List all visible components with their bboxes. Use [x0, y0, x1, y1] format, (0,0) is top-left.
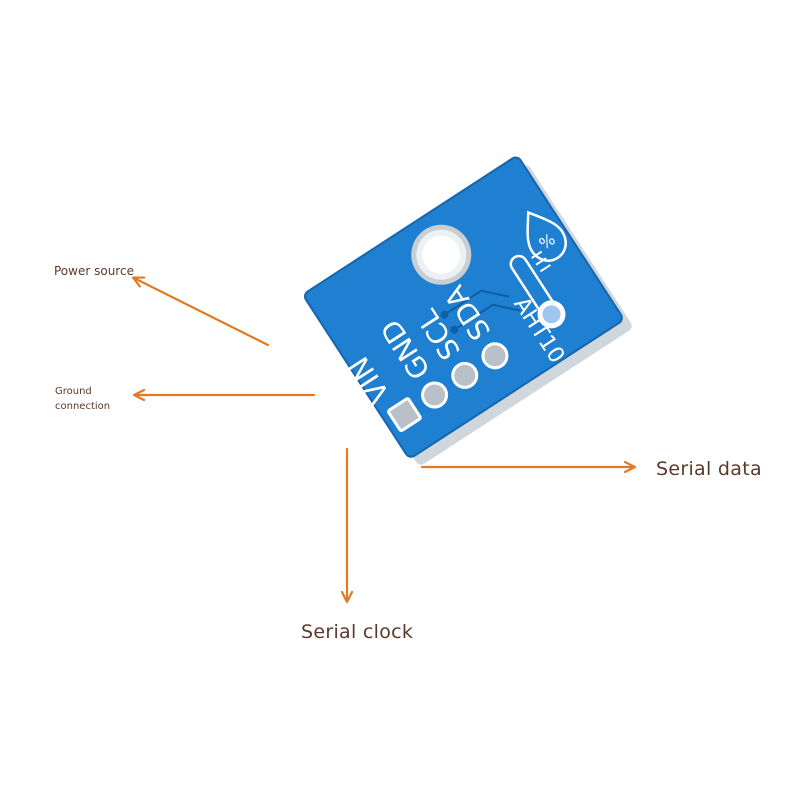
pad-sda: [481, 342, 509, 370]
pad-scl: [451, 361, 479, 389]
board-traces: [440, 289, 521, 334]
pad-gnd: [421, 381, 449, 409]
serial-data-label: Serial data: [656, 458, 762, 480]
pin-pads: [387, 342, 509, 432]
thermometer-icon: [509, 250, 566, 329]
pad-vin: [387, 397, 422, 432]
board-face: [304, 157, 622, 457]
annotation-arrows: [134, 278, 634, 601]
power-source-label: Power source: [54, 264, 134, 278]
serial-clock-label: Serial clock: [301, 621, 414, 643]
sensor-board: % VIN GND SCL SDA AHT10: [303, 156, 632, 465]
arrow-power: [134, 278, 270, 347]
ground-connection-label: Ground connection: [55, 386, 111, 412]
mounting-hole: [411, 224, 472, 285]
